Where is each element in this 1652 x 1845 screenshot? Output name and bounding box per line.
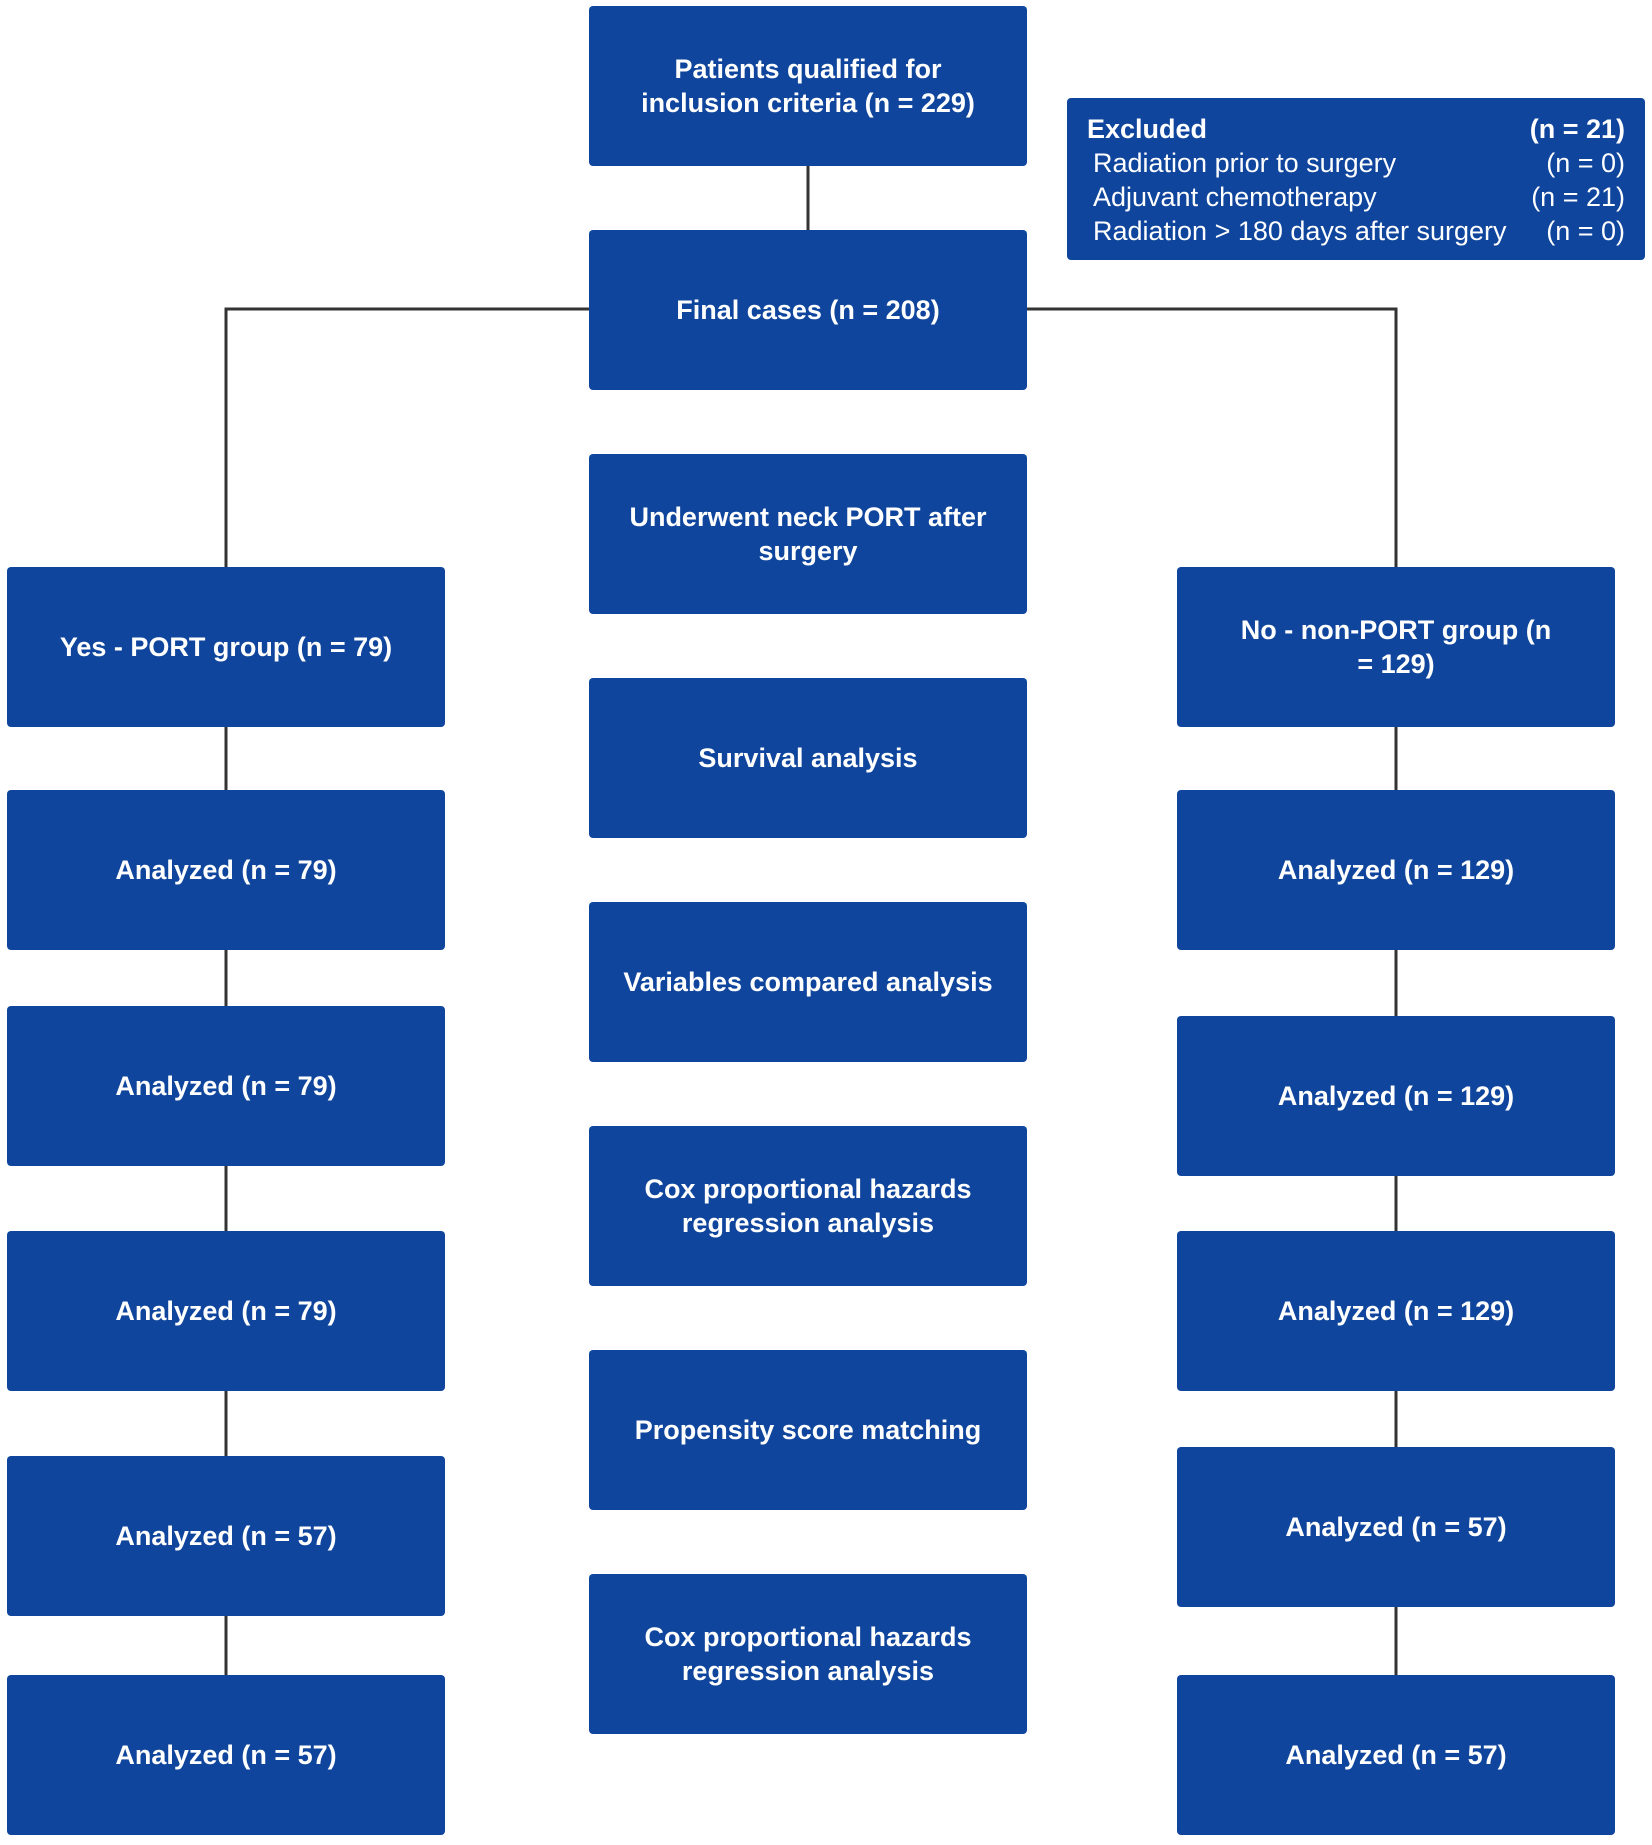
port-analyzed-box: Analyzed (n = 79)	[7, 1006, 445, 1166]
center-step-psm: Propensity score matching	[589, 1350, 1027, 1510]
port-analyzed-box: Analyzed (n = 79)	[7, 1231, 445, 1391]
excluded-title: Excluded	[1087, 114, 1208, 144]
excluded-reason-count: (n = 0)	[1546, 148, 1625, 178]
center-step-variables: Variables compared analysis	[589, 902, 1027, 1062]
excluded-total: (n = 21)	[1529, 114, 1625, 144]
excluded-reason-count: (n = 0)	[1546, 216, 1625, 246]
connector-final-left	[224, 307, 589, 567]
non-port-analyzed-box: Analyzed (n = 57)	[1177, 1447, 1615, 1607]
excluded-box: Excluded (n = 21) Radiation prior to sur…	[1067, 98, 1645, 260]
non-port-analyzed-box: Analyzed (n = 129)	[1177, 1231, 1615, 1391]
excluded-reason-label: Radiation > 180 days after surgery	[1093, 216, 1507, 246]
excluded-reason: Adjuvant chemotherapy (n = 21)	[1087, 180, 1625, 214]
excluded-reason-count: (n = 21)	[1531, 182, 1625, 212]
non-port-analyzed-box: Analyzed (n = 129)	[1177, 1016, 1615, 1176]
port-analyzed-box: Analyzed (n = 57)	[7, 1675, 445, 1835]
excluded-reason-label: Radiation prior to surgery	[1093, 148, 1397, 178]
port-analyzed-box: Analyzed (n = 57)	[7, 1456, 445, 1616]
center-step-cox-1: Cox proportional hazards regression anal…	[589, 1126, 1027, 1286]
excluded-reason-label: Adjuvant chemotherapy	[1093, 182, 1377, 212]
excluded-reason: Radiation prior to surgery (n = 0)	[1087, 146, 1625, 180]
non-port-analyzed-box: Analyzed (n = 129)	[1177, 790, 1615, 950]
center-step-port: Underwent neck PORT after surgery	[589, 454, 1027, 614]
excluded-reason: Radiation > 180 days after surgery (n = …	[1087, 214, 1625, 248]
excluded-header: Excluded (n = 21)	[1087, 112, 1625, 146]
port-analyzed-box: Analyzed (n = 79)	[7, 790, 445, 950]
non-port-group-box: No - non-PORT group (n = 129)	[1177, 567, 1615, 727]
inclusion-box: Patients qualified for inclusion criteri…	[589, 6, 1027, 166]
center-step-survival: Survival analysis	[589, 678, 1027, 838]
connector-final-right	[1027, 307, 1398, 567]
non-port-analyzed-box: Analyzed (n = 57)	[1177, 1675, 1615, 1835]
final-cases-box: Final cases (n = 208)	[589, 230, 1027, 390]
port-group-box: Yes - PORT group (n = 79)	[7, 567, 445, 727]
center-step-cox-2: Cox proportional hazards regression anal…	[589, 1574, 1027, 1734]
